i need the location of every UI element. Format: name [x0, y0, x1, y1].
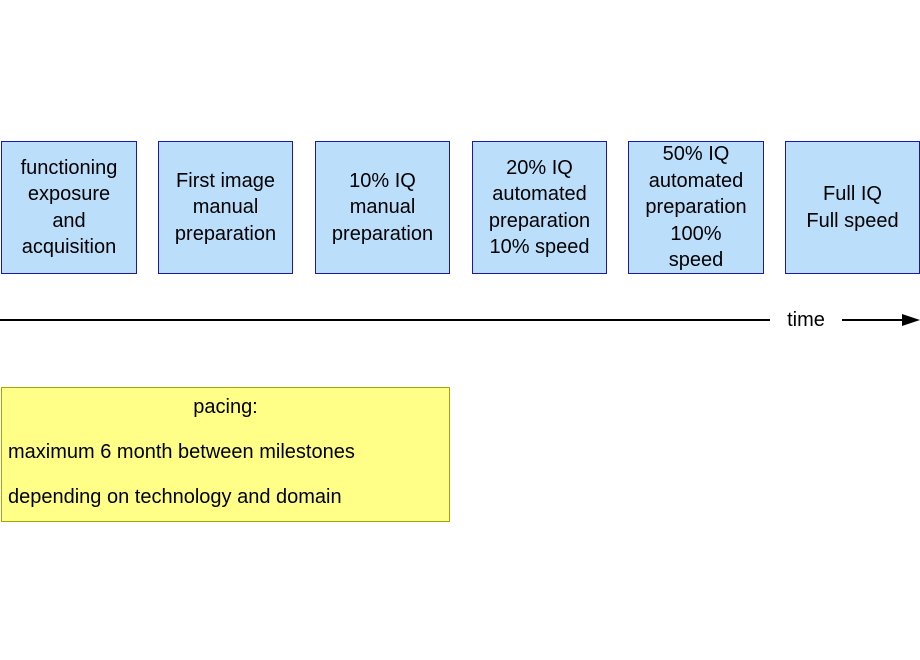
milestone-label: 20% IQ automated preparation 10% speed — [488, 156, 591, 259]
milestone-box-50-percent-iq: 50% IQ automated preparation 100% speed — [628, 141, 764, 274]
milestone-label: First image manual preparation — [174, 169, 277, 245]
pacing-line: maximum 6 month between milestones — [8, 441, 355, 463]
timeline-arrowhead-icon — [902, 314, 920, 326]
milestone-box-10-percent-iq: 10% IQ manual preparation — [315, 141, 450, 274]
pacing-note-box: pacing: maximum 6 month between mileston… — [1, 387, 450, 522]
milestone-box-first-image: First image manual preparation — [158, 141, 293, 274]
timeline-label: time — [770, 307, 842, 333]
milestone-label: functioning exposure and acquisition — [20, 156, 118, 259]
milestone-box-20-percent-iq: 20% IQ automated preparation 10% speed — [472, 141, 607, 274]
pacing-title: pacing: — [193, 396, 258, 418]
milestone-box-full-iq: Full IQ Full speed — [785, 141, 920, 274]
milestone-box-functioning-exposure: functioning exposure and acquisition — [1, 141, 137, 274]
milestone-label: 10% IQ manual preparation — [331, 169, 434, 245]
pacing-line: depending on technology and domain — [8, 486, 342, 508]
milestone-label: Full IQ Full speed — [806, 183, 899, 232]
timeline-arrow — [0, 314, 920, 326]
milestone-label: 50% IQ automated preparation 100% speed — [645, 143, 747, 272]
